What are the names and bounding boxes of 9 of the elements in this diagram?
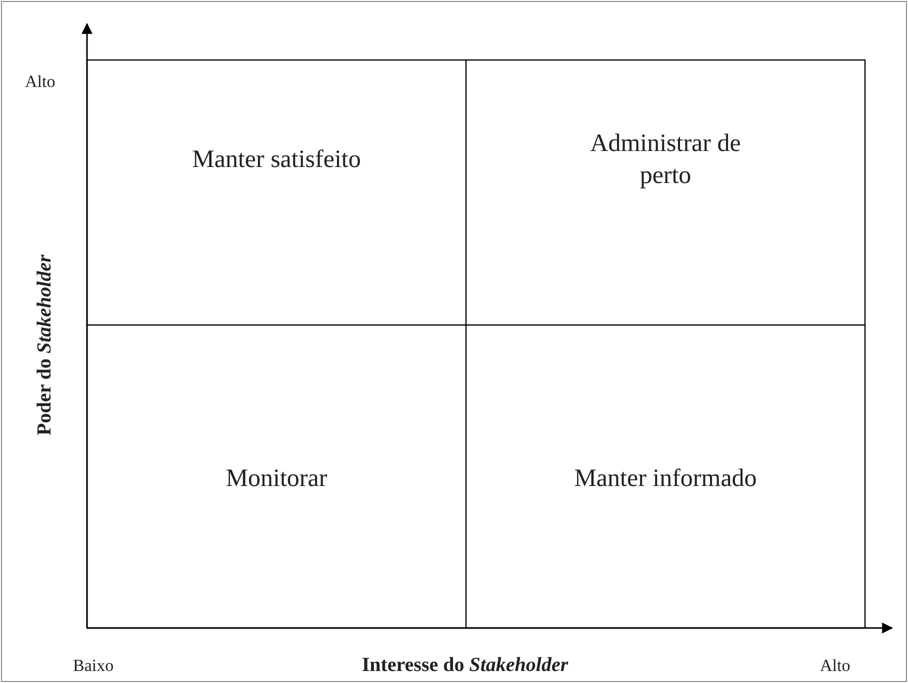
quadrant-label: Monitorar	[224, 464, 328, 494]
axis-end-label: Baixo	[73, 656, 114, 676]
axis-end-label: Alto	[820, 656, 850, 676]
axis-title: Poder do Stakeholder	[34, 254, 56, 436]
quadrant-label: Manter informado	[573, 464, 758, 494]
axis-title: Interesse do Stakeholder	[362, 654, 568, 677]
quadrant-label: Administrar de perto	[589, 128, 742, 190]
quadrant-label: Manter satisfeito	[191, 144, 362, 174]
axis-end-label: Alto	[25, 72, 56, 92]
